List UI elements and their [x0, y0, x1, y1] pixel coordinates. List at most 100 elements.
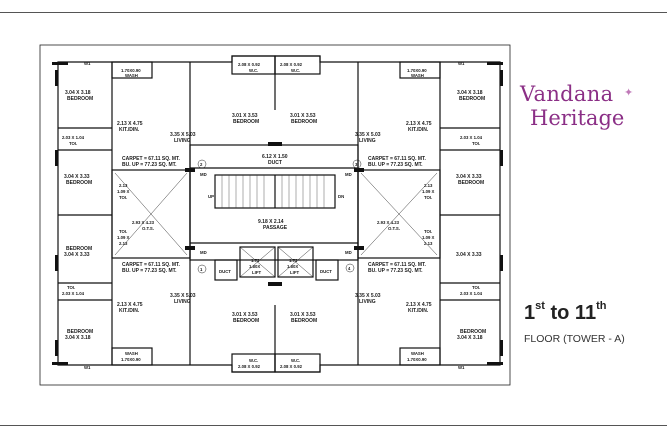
- toi2-dim-b: 1.09 X: [422, 189, 435, 194]
- wash-size: 1.70X0.90: [121, 357, 141, 362]
- unit-1: BEDROOM 3.04 X 3.33 TOI. 2.03 X 1.04 CAR…: [62, 229, 261, 370]
- main-door: MD: [345, 172, 352, 177]
- lift2-size: 1.73: [289, 258, 298, 263]
- bed3-label: BEDROOM: [291, 318, 317, 324]
- bed3-size: 3.01 X 3.53: [290, 312, 316, 318]
- stair-dn: DN: [338, 194, 344, 199]
- bed2-size: 3.04 X 3.33: [456, 252, 482, 258]
- toi-size: 2.03 X 1.04: [62, 135, 85, 140]
- wc-label: W.C.: [249, 358, 258, 363]
- brand-line2: Heritage: [530, 106, 625, 130]
- ots-right-size: 2.93 X 4.23: [377, 220, 400, 225]
- lift2-label: LIFT: [290, 270, 299, 275]
- sparkle-icon: ✦: [624, 86, 634, 99]
- unit-4: 3.04 X 3.33 TOI. 2.03 X 1.04 CARPET = 67…: [280, 229, 486, 370]
- wash-size: 1.70X0.90: [407, 68, 427, 73]
- toi2-dim-a: 2.13: [424, 183, 433, 188]
- unit-number: 2: [200, 162, 203, 167]
- lift1-size: 1.73: [251, 258, 260, 263]
- toi2-label: TOI.: [119, 229, 127, 234]
- wash-size: 1.70X0.90: [121, 68, 141, 73]
- toi-label: TOI.: [69, 141, 77, 146]
- toi2-dim-b: 2.13: [119, 241, 128, 246]
- living-label: LIVING: [359, 299, 376, 305]
- duct-small-left: DUCT: [219, 269, 231, 274]
- ots-left-size: 2.93 X 4.23: [132, 220, 155, 225]
- carpet-area: CARPET = 67.11 SQ. MT.: [122, 262, 181, 268]
- window-w1: W1: [84, 61, 91, 66]
- toi2-label: TOI.: [424, 229, 432, 234]
- unit-number: 1: [200, 267, 203, 272]
- wash-label: WASH: [411, 73, 424, 78]
- carpet-area: CARPET = 67.11 SQ. MT.: [368, 156, 427, 162]
- bed2-label: BEDROOM: [458, 180, 484, 186]
- bed1-label: BEDROOM: [460, 329, 486, 335]
- living-size: 3.35 X 5.03: [355, 132, 381, 138]
- bed1-size: 3.04 X 3.18: [65, 335, 91, 341]
- unit-number: 3: [355, 162, 358, 167]
- toi2-dim-a: 2.13: [119, 183, 128, 188]
- toi2-dim-a: 1.09 X: [117, 235, 130, 240]
- kit-size: 2.13 X 4.75: [406, 121, 432, 127]
- toi-label: TOI.: [472, 141, 480, 146]
- bed3-size: 3.01 X 3.53: [232, 113, 258, 119]
- window-w1: W1: [458, 365, 465, 370]
- wc-size: 2.08 X 0.92: [238, 364, 261, 369]
- unit-3: W1 1.70X0.90 WASH 3.04 X 3.18 BEDROOM 2.…: [280, 61, 485, 200]
- window-marks: [52, 62, 503, 365]
- toi-label: TOI.: [67, 285, 75, 290]
- floor-range-title: 1st to 11th: [524, 300, 660, 325]
- duct-small-right: DUCT: [320, 269, 332, 274]
- wash-size: 1.70X0.90: [407, 357, 427, 362]
- living-size: 3.35 X 5.03: [170, 132, 196, 138]
- bed2-size: 3.04 X 3.33: [456, 174, 482, 180]
- core-labels: 6.12 X 1.50 DUCT UP DN 9.18 X 2.14 PASSA…: [132, 154, 400, 275]
- bed3-size: 3.01 X 3.53: [290, 113, 316, 119]
- toi-label: TOI.: [472, 285, 480, 290]
- kit-size: 2.13 X 4.75: [117, 121, 143, 127]
- floor-to-word: to: [550, 302, 570, 324]
- builtup-area: BU. UP = 77.23 SQ. MT.: [122, 162, 177, 168]
- stair-up: UP: [208, 194, 214, 199]
- unit-number: 4: [348, 266, 351, 271]
- living-label: LIVING: [174, 138, 191, 144]
- wc-size: 2.08 X 0.92: [280, 62, 303, 67]
- main-door: MD: [345, 250, 352, 255]
- bed3-size: 3.01 X 3.53: [232, 312, 258, 318]
- wash-label: WASH: [125, 73, 138, 78]
- kit-label: KIT./DIN.: [408, 308, 429, 314]
- kit-label: KIT./DIN.: [408, 127, 429, 133]
- floor-from: 1: [524, 302, 536, 324]
- brand-logo: Vandana Heritage ✦: [520, 82, 660, 130]
- kit-label: KIT./DIN.: [119, 308, 140, 314]
- builtup-area: BU. UP = 77.23 SQ. MT.: [122, 268, 177, 274]
- main-door: MD: [200, 250, 207, 255]
- wc-label: W.C.: [291, 358, 300, 363]
- toi2-label: TOI.: [119, 195, 127, 200]
- bed1-size: 3.04 X 3.18: [65, 90, 91, 96]
- kit-size: 2.13 X 4.75: [406, 302, 432, 308]
- bed3-label: BEDROOM: [233, 318, 259, 324]
- passage-label: PASSAGE: [263, 225, 288, 231]
- lift1-label: LIFT: [252, 270, 261, 275]
- toi2-dim-b: 1.09 X: [117, 189, 130, 194]
- living-label: LIVING: [359, 138, 376, 144]
- builtup-area: BU. UP = 77.23 SQ. MT.: [368, 162, 423, 168]
- bed1-size: 3.04 X 3.18: [457, 90, 483, 96]
- builtup-area: BU. UP = 77.23 SQ. MT.: [368, 268, 423, 274]
- kit-label: KIT./DIN.: [119, 127, 140, 133]
- kit-size: 2.13 X 4.75: [117, 302, 143, 308]
- stair-treads: [221, 175, 325, 208]
- plot-boundary: [39, 44, 511, 386]
- wash-label: WASH: [411, 351, 424, 356]
- top-frame-line: [0, 12, 667, 13]
- floor-subtitle: FLOOR (TOWER - A): [524, 333, 625, 345]
- carpet-area: CARPET = 67.11 SQ. MT.: [368, 262, 427, 268]
- bed1-label: BEDROOM: [459, 96, 485, 102]
- bed1-label: BEDROOM: [67, 96, 93, 102]
- toi2-dim-b: 2.13: [424, 241, 433, 246]
- toi-size: 2.03 X 1.04: [460, 135, 483, 140]
- lift2-size2: 1.80X: [287, 264, 298, 269]
